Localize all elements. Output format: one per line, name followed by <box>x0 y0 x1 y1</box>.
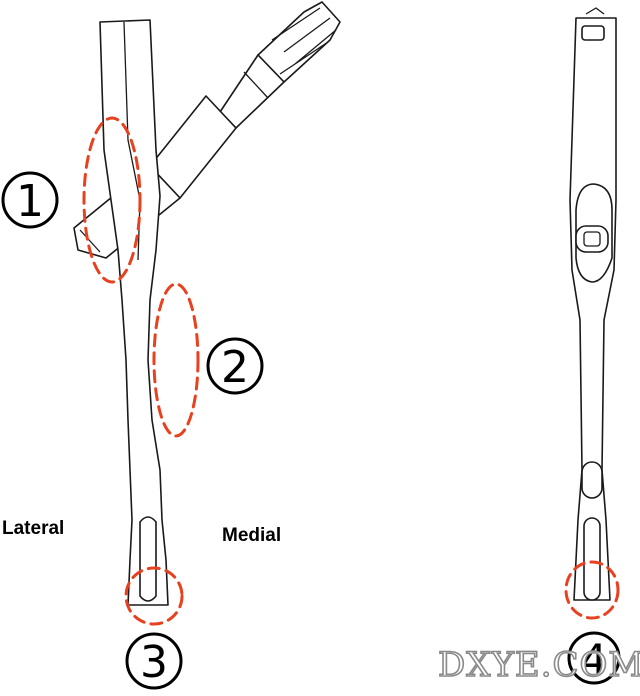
end-cap-icon <box>581 25 605 41</box>
callout-number-1-text: 1 <box>16 176 44 227</box>
distal-slot-icon <box>583 517 601 601</box>
callout-ellipse-1 <box>82 116 142 284</box>
callout-number-3-text: 3 <box>140 637 168 688</box>
medial-label: Medial <box>222 525 281 546</box>
callout-number-3: 3 <box>125 632 183 690</box>
lateral-label: Lateral <box>2 518 64 539</box>
callout-number-4-text: 4 <box>581 635 608 684</box>
callout-number-1: 1 <box>1 171 59 229</box>
callout-number-4: 4 <box>567 631 621 685</box>
callout-number-2: 2 <box>206 337 264 395</box>
distal-hole-icon <box>581 461 603 499</box>
nail-body-left <box>99 19 169 606</box>
watermark: DXYE.COM <box>438 645 640 685</box>
left-nail-assembly <box>73 1 341 626</box>
set-screw-icon <box>575 225 609 253</box>
right-nail-assembly <box>564 7 620 620</box>
callout-ellipse-3 <box>124 566 184 626</box>
callout-ellipse-4 <box>564 560 620 620</box>
callout-ellipse-2 <box>152 282 200 438</box>
callout-number-2-text: 2 <box>221 342 249 393</box>
